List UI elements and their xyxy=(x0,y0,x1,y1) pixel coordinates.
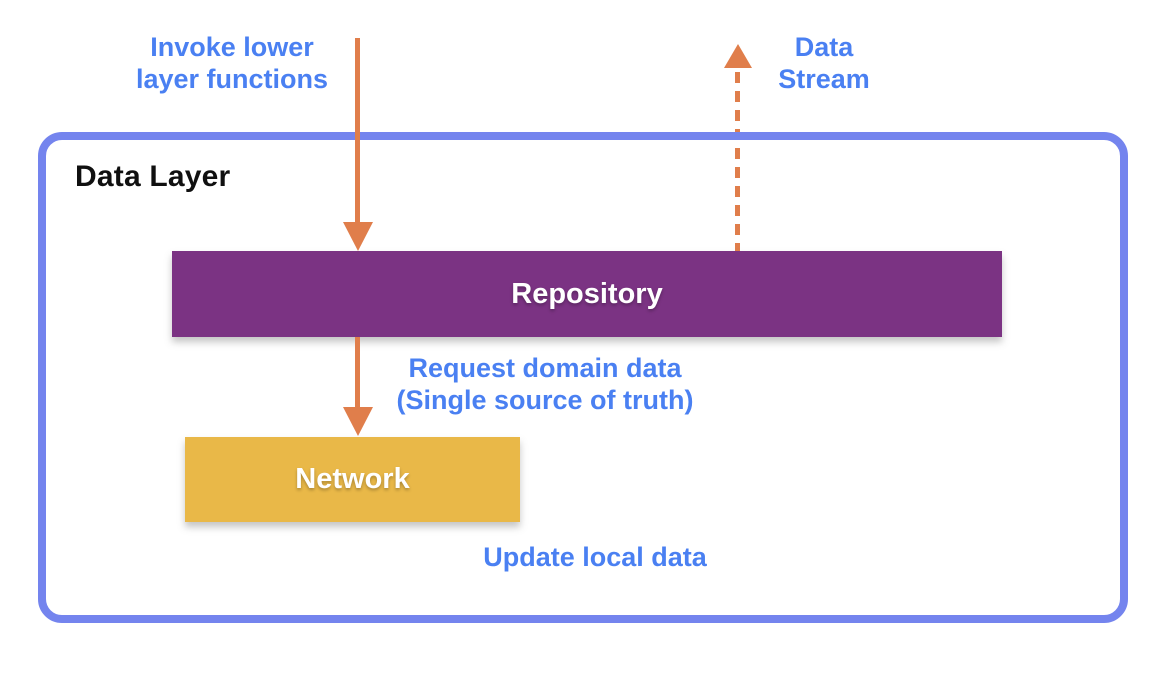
invoke-arrow-line xyxy=(355,38,360,224)
request-label-line1: Request domain data xyxy=(408,353,682,383)
invoke-lower-layer-label: Invoke lower layer functions xyxy=(107,31,357,95)
request-label-line2: (Single source of truth) xyxy=(396,385,694,415)
invoke-label-line1: Invoke lower xyxy=(150,32,314,62)
repository-node: Repository xyxy=(172,251,1002,337)
request-arrow-down-icon xyxy=(343,407,373,436)
request-arrow-line xyxy=(355,337,360,409)
data-stream-arrow-dashed-line xyxy=(735,72,740,251)
data-stream-label: Data Stream xyxy=(750,31,898,95)
data-stream-label-line2: Stream xyxy=(778,64,870,94)
data-layer-container xyxy=(38,132,1128,623)
update-local-data-label: Update local data xyxy=(483,542,707,572)
network-node: Network xyxy=(185,437,520,522)
data-stream-arrow-up-icon xyxy=(724,44,752,68)
data-stream-label-line1: Data xyxy=(794,32,854,62)
invoke-label-line2: layer functions xyxy=(135,64,329,94)
invoke-arrow-down-icon xyxy=(343,222,373,251)
request-domain-data-label: Request domain data (Single source of tr… xyxy=(380,352,710,416)
data-layer-title: Data Layer xyxy=(75,160,231,193)
